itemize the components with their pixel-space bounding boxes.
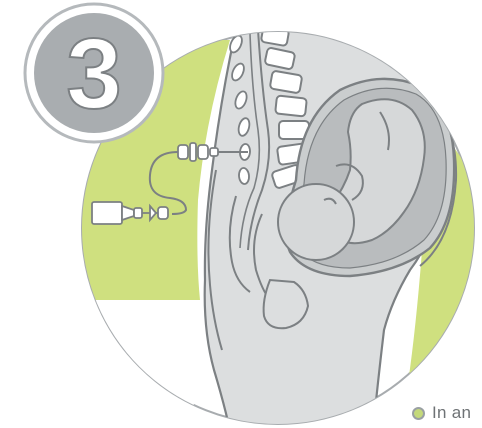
caption-text: In an bbox=[432, 403, 471, 423]
bullet-icon bbox=[412, 407, 425, 420]
caption-bullet: In an bbox=[412, 401, 482, 425]
pelvic-organ bbox=[264, 280, 308, 328]
step-number: 3 bbox=[66, 18, 122, 130]
green-background-bottom-left bbox=[60, 300, 200, 428]
